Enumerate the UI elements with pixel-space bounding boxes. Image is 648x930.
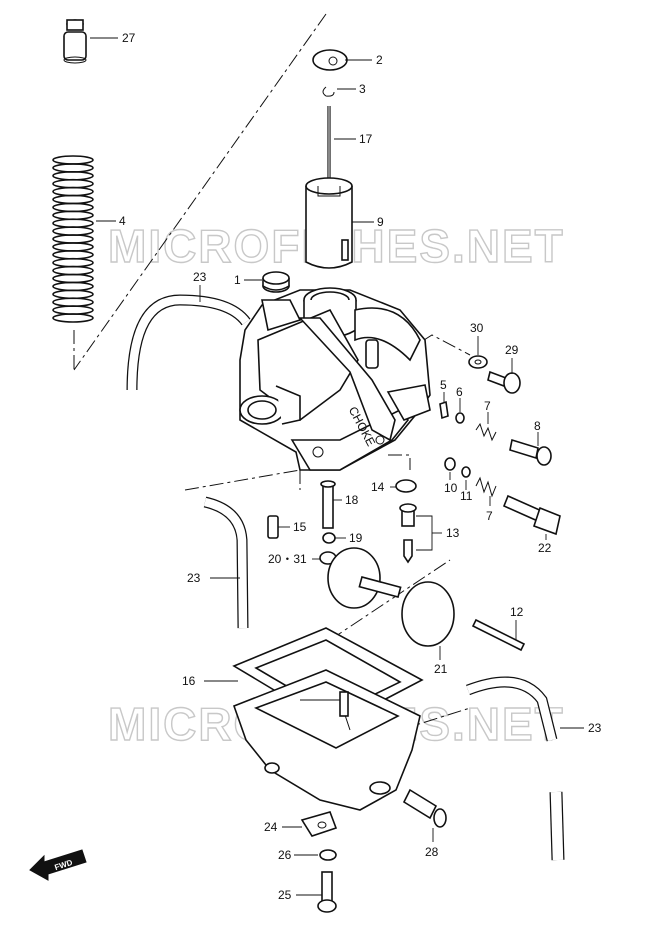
part-10-washer — [444, 457, 456, 471]
part-6-washer — [455, 412, 465, 424]
spring-coil — [52, 242, 94, 252]
callout-3: 3 — [359, 82, 366, 96]
fwd-arrow-icon: FWD — [29, 849, 87, 881]
callout-25: 25 — [278, 888, 292, 902]
part-18-needle-jet — [320, 480, 336, 529]
spring-coil — [52, 313, 94, 323]
part-15-pilot-jet — [267, 515, 279, 539]
callout-23-middle: 23 — [187, 571, 201, 585]
spring-coil — [52, 178, 94, 189]
part-12-float-pin — [471, 618, 526, 652]
callout-23-upper: 23 — [193, 270, 207, 284]
spring-coil — [52, 202, 94, 213]
callout-20-31: 20・31 — [268, 552, 307, 566]
part-3-clip — [322, 86, 335, 97]
part-21-float — [327, 547, 455, 647]
callout-9: 9 — [377, 215, 384, 229]
callout-17: 17 — [359, 132, 373, 146]
part-29-screw — [487, 370, 521, 394]
callout-24: 24 — [264, 820, 278, 834]
spring-coil — [52, 273, 94, 284]
callout-27: 27 — [122, 31, 136, 45]
spring-coil — [52, 234, 94, 244]
spring-coil — [52, 194, 94, 205]
float-chamber — [232, 669, 421, 811]
part-22-throttle-stop-screw — [502, 494, 561, 536]
spring-coil — [52, 163, 94, 173]
part-30-washer — [468, 355, 488, 369]
carburetor-body: CHOKE — [239, 287, 431, 471]
callout-2: 2 — [376, 53, 383, 67]
part-4-spring — [52, 155, 94, 323]
callout-14: 14 — [371, 480, 385, 494]
spring-coil — [52, 171, 94, 181]
callout-19: 19 — [349, 531, 363, 545]
callout-29: 29 — [505, 343, 519, 357]
spring-coil — [52, 305, 94, 315]
callout-7-upper: 7 — [484, 399, 491, 413]
callout-26: 26 — [278, 848, 292, 862]
callout-21: 21 — [434, 662, 448, 676]
callout-22: 22 — [538, 541, 552, 555]
part-11-washer — [461, 466, 471, 478]
spring-coil — [52, 265, 94, 276]
callout-4: 4 — [119, 214, 126, 228]
callout-15: 15 — [293, 520, 307, 534]
callout-28: 28 — [425, 845, 439, 859]
spring-coil — [52, 226, 94, 236]
part-26-washer — [319, 849, 337, 861]
callout-12: 12 — [510, 605, 524, 619]
part-25-bolt — [317, 871, 337, 913]
spring-coil — [52, 186, 94, 197]
spring-coil — [52, 155, 94, 165]
spring-coil — [52, 257, 94, 268]
spring-coil — [52, 289, 94, 300]
part-7-spring-lower — [475, 476, 497, 498]
guide-line-left — [184, 469, 301, 491]
part-13-needle-valve — [399, 503, 417, 564]
spring-coil — [52, 210, 94, 221]
callout-16: 16 — [182, 674, 196, 688]
callout-11: 11 — [460, 489, 473, 503]
callout-8: 8 — [534, 419, 541, 433]
callout-30: 30 — [470, 321, 484, 335]
part-24-bracket — [300, 811, 338, 837]
callout-18: 18 — [345, 493, 359, 507]
part-27-cap — [63, 19, 87, 64]
callout-13: 13 — [446, 526, 460, 540]
guide-line-main — [73, 13, 327, 371]
part-1-cap — [262, 271, 290, 293]
callout-1: 1 — [234, 273, 241, 287]
spring-coil — [52, 281, 94, 292]
part-8-pilot-screw — [509, 438, 552, 466]
callout-23-right: 23 — [588, 721, 602, 735]
leader-lines — [90, 37, 584, 896]
guide-line-float — [329, 559, 451, 641]
part-9-throttle-valve — [305, 177, 353, 269]
callout-5: 5 — [440, 378, 447, 392]
callout-6: 6 — [456, 385, 463, 399]
part-5-oring — [439, 400, 449, 420]
spring-coil — [52, 250, 94, 260]
part-7-spring-upper — [475, 422, 497, 442]
part-2-plate — [312, 49, 348, 71]
spring-coil — [52, 218, 94, 228]
guide-line-14 — [388, 454, 411, 470]
part-28-drain-screw — [402, 788, 447, 828]
spring-coil — [52, 297, 94, 308]
part-14-washer — [395, 479, 417, 493]
part-19-washer — [322, 532, 336, 544]
callout-7-lower: 7 — [486, 509, 493, 523]
callout-10: 10 — [444, 481, 458, 495]
